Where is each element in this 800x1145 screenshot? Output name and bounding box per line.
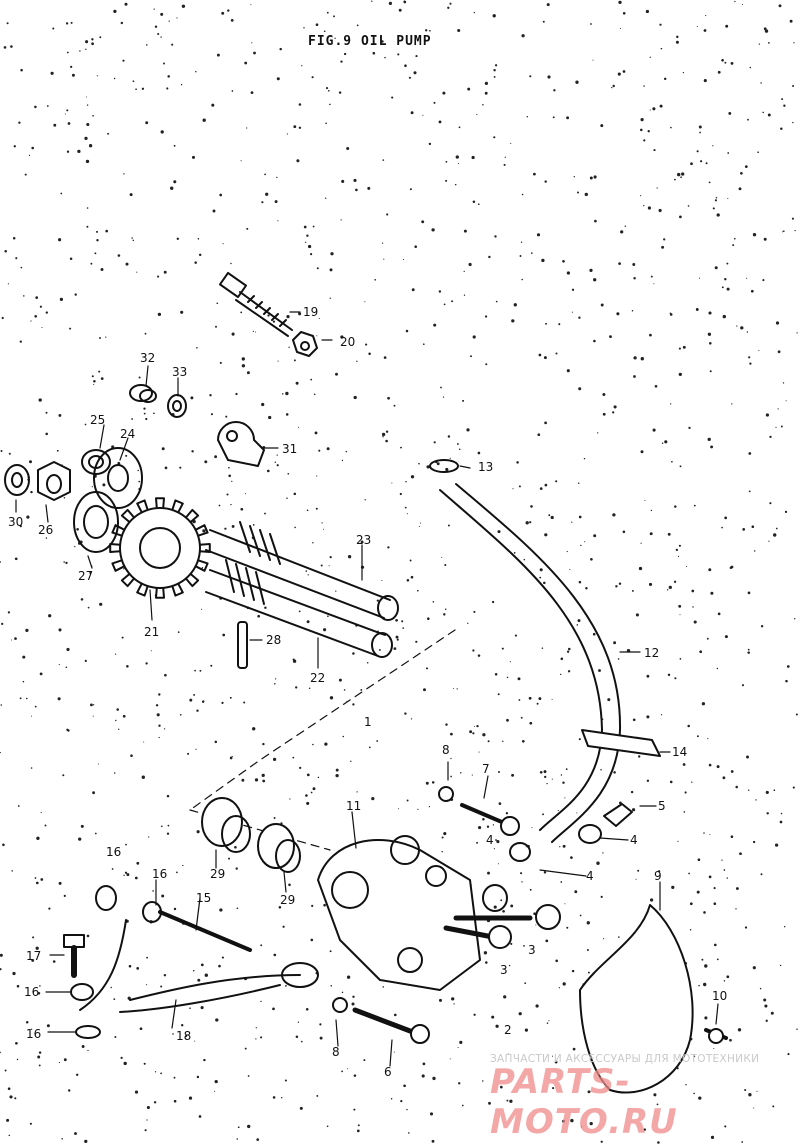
part-19-bolt (218, 271, 293, 337)
callout-21: 21 (144, 625, 160, 639)
part-10-screw (704, 1028, 728, 1044)
callout-1: 1 (364, 715, 372, 729)
callout-12: 12 (644, 646, 660, 660)
callout-16: 16 (106, 845, 122, 859)
part-7-bolt (460, 803, 520, 836)
callout-13: 13 (478, 460, 494, 474)
part-28-pin (237, 621, 248, 669)
part-15-rod (158, 910, 252, 952)
watermark-tagline: ЗАПЧАСТИ И АКСЕССУАРЫ ДЛЯ МОТОТЕХНИКИ (490, 1053, 760, 1065)
part-5-bolt (603, 803, 633, 827)
part-17-bolt (63, 934, 85, 978)
callout-5: 5 (658, 799, 666, 813)
callout-11: 11 (346, 799, 362, 813)
part-29-bushing-b (257, 823, 301, 873)
callout-30: 30 (8, 515, 24, 529)
watermark-logo: PARTS-MOTO.RU (490, 1062, 678, 1142)
part-3-bolt-b (443, 925, 512, 949)
callout-16: 16 (26, 1027, 42, 1041)
part-27-ring (73, 491, 119, 553)
part-13-clip (429, 459, 459, 473)
part-9-cover (579, 904, 694, 1094)
part-22-shaft (205, 559, 393, 658)
part-8-washer (438, 786, 454, 802)
part-11-pump-body (317, 835, 481, 991)
part-32-collar (129, 384, 157, 403)
callout-20: 20 (340, 335, 356, 349)
callout-29: 29 (280, 893, 296, 907)
callout-8: 8 (442, 743, 450, 757)
callout-32: 32 (140, 351, 156, 365)
callout-8: 8 (332, 1045, 340, 1059)
part-31-plug (217, 421, 265, 467)
callout-16: 16 (152, 867, 168, 881)
callout-2: 2 (504, 1023, 512, 1037)
part-33-washer (167, 394, 187, 418)
part-29-bushing (201, 797, 251, 853)
callout-29: 29 (210, 867, 226, 881)
callout-4: 4 (486, 833, 494, 847)
callout-3: 3 (528, 943, 536, 957)
part-21-gear (109, 497, 211, 599)
callout-25: 25 (90, 413, 106, 427)
callout-6: 6 (384, 1065, 392, 1079)
callout-17: 17 (26, 949, 42, 963)
part-30-washer (4, 464, 30, 496)
callout-9: 9 (654, 869, 662, 883)
part-8-washer-b (332, 997, 348, 1013)
callout-31: 31 (282, 442, 298, 456)
part-14-clamp (581, 729, 661, 757)
callout-16: 16 (24, 985, 40, 999)
callout-4: 4 (630, 833, 638, 847)
figure-title: FIG.9 OIL PUMP (308, 34, 432, 49)
callout-14: 14 (672, 745, 688, 759)
callout-15: 15 (196, 891, 212, 905)
part-26-nut (37, 461, 71, 501)
part-4-washers (482, 824, 602, 912)
callout-7: 7 (482, 762, 490, 776)
callout-27: 27 (78, 569, 94, 583)
part-24-washer (93, 447, 143, 509)
part-20-nut (292, 331, 318, 357)
callout-22: 22 (310, 671, 326, 685)
part-16-washers (70, 885, 162, 1039)
callout-23: 23 (356, 533, 372, 547)
part-25-spacer (81, 449, 111, 475)
callout-28: 28 (266, 633, 282, 647)
part-3-bolt (453, 904, 561, 930)
callout-33: 33 (172, 365, 188, 379)
callout-19: 19 (303, 305, 319, 319)
part-6-bolt (352, 1007, 430, 1044)
callout-18: 18 (176, 1029, 192, 1043)
callout-4: 4 (586, 869, 594, 883)
callout-26: 26 (38, 523, 54, 537)
callout-24: 24 (120, 427, 136, 441)
callout-3: 3 (500, 963, 508, 977)
part-23-shaft (205, 521, 399, 621)
callout-10: 10 (712, 989, 728, 1003)
part-12-hose (439, 483, 622, 843)
part-18-cable (79, 919, 319, 1013)
